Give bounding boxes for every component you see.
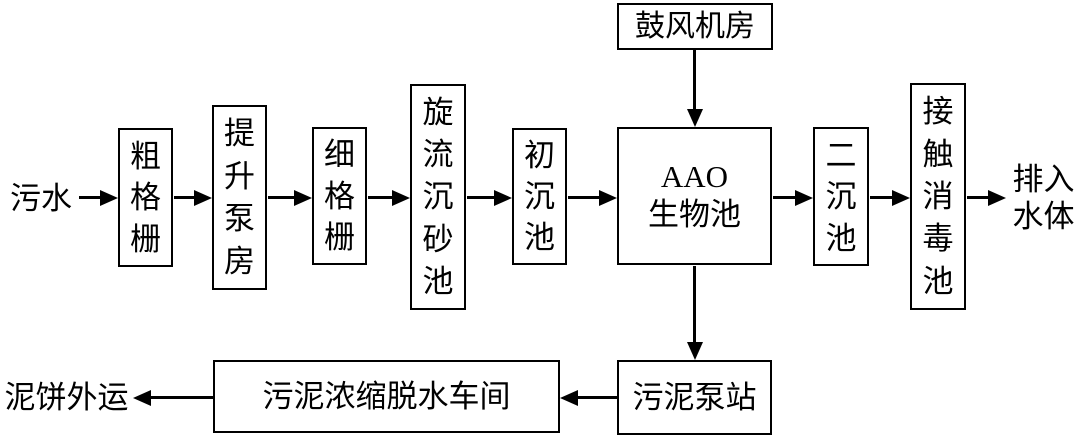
node-fine-screen-label: 细格栅 — [324, 137, 355, 255]
sludge-cake-label: 泥饼外运 — [4, 380, 129, 415]
arrow-fine-screen-to-grit-chamber — [368, 196, 392, 199]
arrow-lift-pump-to-fine-screen — [268, 196, 294, 199]
effluent-label: 排入 水体 — [1007, 161, 1080, 235]
node-cyclone-grit-chamber: 旋流沉砂池 — [410, 84, 466, 310]
node-secondary-sedimentation-tank-label: 二沉池 — [825, 137, 857, 256]
node-aao-biological-tank: AAO 生物池 — [617, 127, 772, 265]
arrow-blower-room-to-aao — [693, 50, 696, 109]
arrow-aao-to-secondary-tank — [773, 196, 795, 199]
arrow-primary-tank-to-aao — [568, 196, 599, 199]
arrow-dewatering-to-sludge-cake — [151, 396, 213, 399]
node-blower-room: 鼓风机房 — [617, 3, 773, 50]
arrow-aao-to-sludge-pump — [693, 266, 696, 342]
node-lift-pump-house: 提升泵房 — [212, 105, 267, 290]
arrow-grit-chamber-to-primary-tank — [467, 196, 494, 199]
node-sludge-dewatering-workshop: 污泥浓缩脱水车间 — [213, 360, 560, 433]
arrow-sludge-pump-to-dewatering — [578, 396, 617, 399]
node-sludge-pump-station: 污泥泵站 — [617, 360, 772, 435]
arrow-influent-to-coarse-screen — [79, 196, 100, 199]
effluent-label-line2: 水体 — [1012, 199, 1075, 234]
node-blower-room-label: 鼓风机房 — [635, 9, 755, 43]
effluent-label-line1: 排入 — [1012, 162, 1075, 197]
node-sludge-pump-station-label: 污泥泵站 — [632, 379, 757, 415]
node-sludge-dewatering-workshop-label: 污泥浓缩脱水车间 — [262, 378, 511, 414]
node-primary-sedimentation-tank-label: 初沉池 — [524, 138, 555, 255]
node-coarse-screen: 粗格栅 — [118, 128, 173, 267]
aao-label-line1: AAO — [660, 159, 729, 194]
node-aao-biological-tank-label: AAO 生物池 — [648, 158, 741, 234]
node-cyclone-grit-chamber-label: 旋流沉砂池 — [422, 95, 454, 299]
influent-label: 污水 — [10, 181, 72, 216]
node-contact-disinfection-tank: 接触消毒池 — [910, 83, 966, 310]
node-contact-disinfection-tank-label: 接触消毒池 — [922, 94, 954, 299]
node-fine-screen: 细格栅 — [312, 127, 367, 265]
node-lift-pump-house-label: 提升泵房 — [224, 116, 255, 279]
arrow-secondary-tank-to-disinfection — [870, 196, 892, 199]
node-primary-sedimentation-tank: 初沉池 — [512, 128, 567, 265]
node-coarse-screen-label: 粗格栅 — [130, 138, 161, 257]
arrow-disinfection-to-effluent — [967, 196, 988, 199]
aao-label-line2: 生物池 — [648, 197, 741, 232]
node-secondary-sedimentation-tank: 二沉池 — [813, 127, 869, 266]
arrow-coarse-screen-to-lift-pump — [174, 196, 194, 199]
